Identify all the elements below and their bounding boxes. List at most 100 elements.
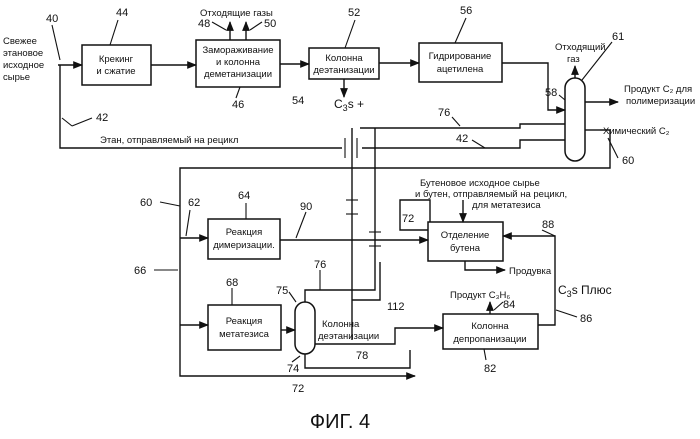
box-metathesis-line2: метатезиса bbox=[219, 329, 270, 340]
flow-88 bbox=[503, 236, 555, 325]
leader-84 bbox=[494, 302, 503, 310]
box-cracking-line2: и сжатие bbox=[96, 66, 135, 77]
num-76a: 76 bbox=[438, 107, 450, 119]
label-offgas-1: Отходящий bbox=[555, 42, 606, 53]
leader-76a bbox=[452, 117, 460, 126]
leader-75 bbox=[289, 292, 296, 302]
box-dimerization-line2: димеризации. bbox=[213, 240, 275, 251]
label-deethanizer-bottom-1: Колонна bbox=[322, 319, 360, 330]
label-product-c2-2: полимеризации bbox=[626, 96, 695, 107]
num-68: 68 bbox=[226, 277, 238, 289]
num-72a: 72 bbox=[402, 213, 414, 225]
box-deethanizer-top-line2: деэтанизации bbox=[313, 65, 374, 76]
figure-caption: ФИГ. 4 bbox=[310, 411, 370, 433]
label-c3s-plus-right: C3s Плюс bbox=[558, 283, 612, 299]
num-60a: 60 bbox=[622, 155, 634, 167]
num-48: 48 bbox=[198, 18, 210, 30]
num-75: 75 bbox=[276, 285, 288, 297]
num-52: 52 bbox=[348, 7, 360, 19]
num-74: 74 bbox=[287, 363, 299, 375]
leader-58 bbox=[559, 95, 565, 100]
label-offgas-2: газ bbox=[567, 54, 580, 65]
num-42b: 42 bbox=[456, 133, 468, 145]
num-40: 40 bbox=[46, 13, 58, 25]
box-deethanizer-top-line1: Колонна bbox=[325, 53, 363, 64]
leader-44 bbox=[110, 20, 118, 45]
leader-74 bbox=[292, 356, 300, 362]
box-cracking-line1: Крекинг bbox=[99, 54, 134, 65]
label-feed-1: Свежее bbox=[3, 36, 37, 47]
leader-90 bbox=[296, 212, 306, 238]
box-metathesis-line1: Реакция bbox=[226, 316, 263, 327]
label-butene-feed-3: для метатезиса bbox=[472, 200, 541, 211]
label-feed-3: исходное bbox=[3, 60, 44, 71]
label-purge: Продувка bbox=[509, 266, 552, 277]
num-64: 64 bbox=[238, 190, 250, 202]
num-44: 44 bbox=[116, 7, 128, 19]
box-butene-separation-line1: Отделение bbox=[441, 230, 490, 241]
num-56: 56 bbox=[460, 5, 472, 17]
label-deethanizer-bottom-2: деэтанизации bbox=[318, 331, 379, 342]
num-54: 54 bbox=[292, 95, 304, 107]
leader-82 bbox=[484, 349, 486, 360]
box-dimerization-line1: Реакция bbox=[226, 227, 263, 238]
leader-62 bbox=[186, 210, 190, 236]
box-hydrogenation-line1: Гидрирование bbox=[429, 51, 492, 62]
label-product-c2-1: Продукт C₂ для bbox=[624, 84, 692, 95]
num-84: 84 bbox=[503, 299, 515, 311]
label-c3s-plus-top: C3s + bbox=[334, 97, 364, 113]
box-depropanizer-line2: депропанизации bbox=[453, 334, 526, 345]
num-58: 58 bbox=[545, 87, 557, 99]
label-ethane-recycle: Этан, отправляемый на рецикл bbox=[100, 135, 238, 146]
leader-56 bbox=[455, 18, 466, 43]
box-hydrogenation-line2: ацетилена bbox=[437, 64, 484, 75]
num-88: 88 bbox=[542, 219, 554, 231]
label-butene-feed-1: Бутеновое исходное сырье bbox=[420, 178, 540, 189]
flow-76-up bbox=[305, 206, 375, 302]
num-82: 82 bbox=[484, 363, 496, 375]
box-metathesis bbox=[208, 305, 281, 350]
num-42a: 42 bbox=[96, 112, 108, 124]
vessel-c2-splitter bbox=[565, 78, 585, 161]
num-50: 50 bbox=[264, 18, 276, 30]
label-offgases: Отходящие газы bbox=[200, 8, 273, 19]
leader-86 bbox=[556, 310, 577, 317]
leader-46 bbox=[236, 87, 240, 98]
label-chemical-c2: Химический C₂ bbox=[603, 126, 670, 137]
box-cracking bbox=[82, 45, 151, 85]
leader-42a bbox=[62, 118, 72, 126]
label-product-c3h6: Продукт C₃H₆ bbox=[450, 290, 510, 301]
leader-48 bbox=[212, 22, 226, 30]
box-freezing-line2: и колонна bbox=[216, 57, 261, 68]
num-66: 66 bbox=[134, 265, 146, 277]
label-feed-4: сырье bbox=[3, 72, 30, 83]
num-78: 78 bbox=[356, 350, 368, 362]
num-61: 61 bbox=[612, 31, 624, 43]
box-butene-separation-line2: бутена bbox=[450, 243, 481, 254]
label-feed-2: этановое bbox=[3, 48, 43, 59]
flow-112 bbox=[352, 262, 380, 300]
leader-52 bbox=[345, 20, 355, 48]
leader-50 bbox=[250, 22, 262, 30]
box-dimerization bbox=[208, 219, 280, 259]
box-butene-separation bbox=[428, 222, 503, 261]
box-depropanizer-line1: Колонна bbox=[471, 321, 509, 332]
num-90: 90 bbox=[300, 201, 312, 213]
box-freezing-line1: Замораживание bbox=[202, 45, 273, 56]
label-butene-feed-2: и бутен, отправляемый на рецикл, bbox=[415, 189, 567, 200]
leader-60b bbox=[160, 202, 180, 206]
leader-42b bbox=[472, 140, 485, 148]
num-72b: 72 bbox=[292, 383, 304, 395]
vessel-deethanizer-bottom bbox=[295, 302, 315, 354]
flow-purge bbox=[465, 261, 505, 270]
box-hydrogenation bbox=[419, 43, 502, 82]
leader-42a-b bbox=[72, 118, 92, 126]
num-60b: 60 bbox=[140, 197, 152, 209]
num-76b: 76 bbox=[314, 259, 326, 271]
num-62: 62 bbox=[188, 197, 200, 209]
num-46: 46 bbox=[232, 99, 244, 111]
num-112: 112 bbox=[387, 301, 405, 313]
leader-40 bbox=[52, 25, 60, 60]
flow-recycle-76-top bbox=[360, 124, 565, 128]
